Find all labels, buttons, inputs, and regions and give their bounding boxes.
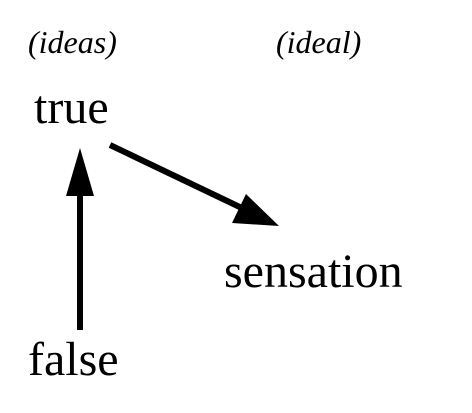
false-node: false [28, 333, 119, 386]
ideal-label: (ideal) [276, 24, 362, 60]
ideas-label: (ideas) [28, 24, 117, 60]
true-node: true [34, 81, 109, 134]
arrow-true-to-sensation-head [232, 194, 279, 226]
arrow-true-to-sensation-shaft [108, 142, 248, 213]
sensation-node: sensation [224, 245, 403, 298]
arrow-true-to-sensation [108, 142, 279, 226]
arrow-false-to-true-head [66, 148, 94, 196]
arrow-false-to-true [66, 148, 94, 330]
